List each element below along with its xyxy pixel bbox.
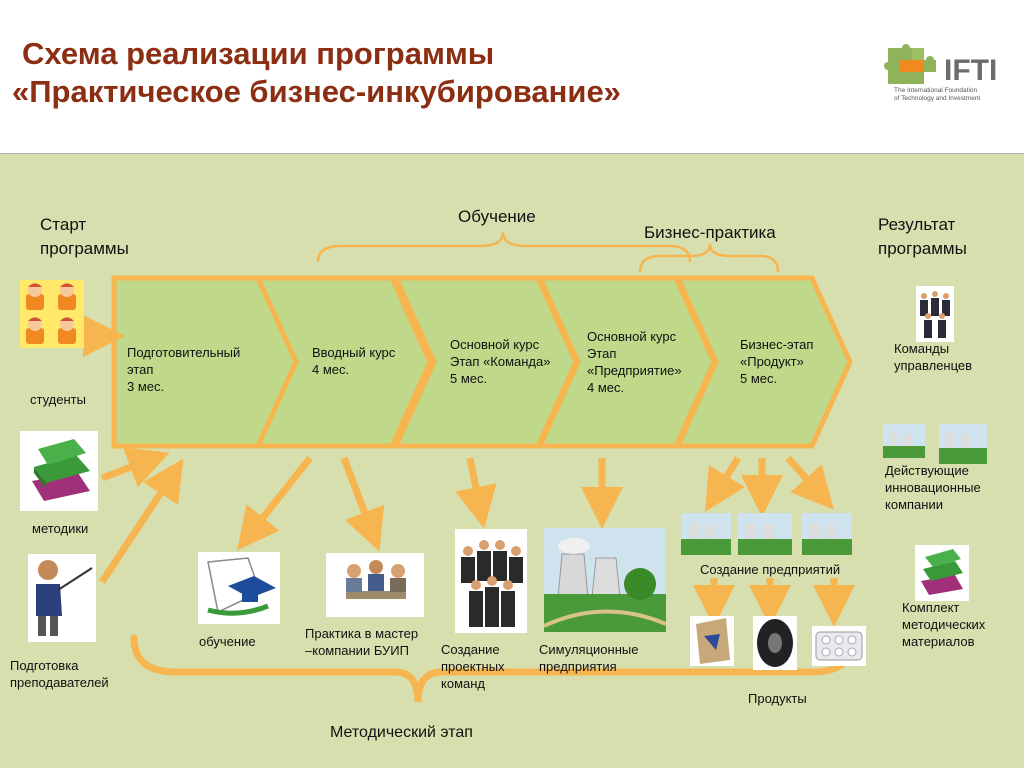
stage-1-title: Подготовительный: [127, 345, 241, 360]
stage-chevrons: [111, 275, 853, 449]
companies-label-line-2: инновационные: [885, 480, 981, 495]
stage-5-text: Бизнес-этап «Продукт» 5 мес.: [740, 336, 813, 387]
teachers-label: Подготовка преподавателей: [10, 657, 109, 691]
logo-tagline-2: of Technology and Investment: [894, 95, 980, 102]
stage-3-subtitle: Этап «Команда»: [450, 354, 551, 369]
stage-2-text: Вводный курс 4 мес.: [312, 344, 395, 378]
stage-1-duration: 3 мес.: [127, 379, 165, 394]
business-practice-brace: [638, 243, 780, 273]
stage-3-title: Основной курс: [450, 337, 540, 352]
stage-1-text: Подготовительный этап 3 мес.: [127, 344, 240, 395]
stage-2-duration: 4 мес.: [312, 362, 350, 377]
training-label: Обучение: [458, 207, 536, 226]
companies-label-line-1: Действующие: [885, 463, 969, 478]
meeting-icon: [326, 553, 424, 617]
cement-bag-icon: [690, 616, 734, 666]
managers-label-line-2: управленцев: [894, 358, 973, 373]
training-output-label: обучение: [199, 634, 256, 649]
teams-label-line-2: проектных: [441, 659, 505, 674]
managers-icon: [916, 286, 954, 342]
stage-4-title: Основной курс: [587, 329, 677, 344]
business-practice-label: Бизнес-практика: [644, 223, 776, 242]
connector-arrows: [83, 315, 855, 627]
stage-4-duration: 4 мес.: [587, 380, 625, 395]
stage-3-duration: 5 мес.: [450, 371, 488, 386]
kit-label-line-2: методических: [902, 617, 986, 632]
teams-label-line-1: Создание: [441, 642, 500, 657]
stage-4-text: Основной курс Этап «Предприятие» 4 мес.: [587, 328, 682, 396]
stage-3-text: Основной курс Этап «Команда» 5 мес.: [450, 336, 550, 387]
factory-icon: [802, 513, 852, 555]
students-label: студенты: [30, 392, 86, 407]
stage-2-chevron: [254, 275, 433, 449]
tire-icon: [753, 616, 797, 670]
stage-5-subtitle: «Продукт»: [740, 354, 804, 369]
logo-tagline-1: The International Foundation: [894, 87, 977, 94]
stage-2-title: Вводный курс: [312, 345, 396, 360]
products-label: Продукты: [748, 691, 807, 706]
practice-label-line-2: –компании БУИП: [305, 643, 409, 658]
start-label-line-1: Старт: [40, 215, 87, 234]
kit-label-line-1: Комплект: [902, 600, 960, 615]
header: Схема реализации программы «Практическое…: [0, 0, 1024, 154]
ifti-logo: IFTI The International Foundation of Tec…: [866, 30, 1021, 110]
stage-4-subtitle: Этап: [587, 346, 617, 361]
teachers-label-line-2: преподавателей: [10, 675, 109, 690]
managers-label-line-1: Команды: [894, 341, 950, 356]
practice-label-line-1: Практика в мастер: [305, 626, 419, 641]
method-stage-label: Методический этап: [330, 724, 473, 741]
teams-label: Создание проектных команд: [441, 641, 505, 692]
teams-label-line-3: команд: [441, 676, 485, 691]
stage-5-duration: 5 мес.: [740, 371, 778, 386]
people-group-icon: [455, 529, 527, 633]
start-label-line-2: программы: [40, 239, 129, 258]
stage-4-subtitle-2: «Предприятие»: [587, 363, 682, 378]
students-icon: [20, 280, 84, 348]
methods-books-icon: [20, 431, 98, 511]
factory-landscape-icon: [543, 528, 667, 632]
result-label-line-1: Результат: [878, 215, 956, 234]
result-label-line-2: программы: [878, 239, 967, 258]
logo-name: IFTI: [944, 54, 997, 87]
managers-label: Команды управленцев: [894, 340, 972, 374]
simulation-label: Симуляционные предприятия: [539, 641, 638, 675]
factory-icon: [738, 513, 792, 555]
teacher-icon: [28, 554, 96, 642]
factory-icon: [681, 513, 731, 555]
training-brace: [316, 231, 692, 263]
simulation-label-line-1: Симуляционные: [539, 642, 639, 657]
method-stage-brace: [130, 634, 856, 703]
graduation-cap-icon: [198, 552, 280, 624]
kit-label-line-3: материалов: [902, 634, 975, 649]
stage-5-chevron: [674, 275, 853, 449]
kit-label: Комплект методических материалов: [902, 599, 985, 650]
pills-icon: [812, 626, 866, 666]
enterprises-label: Создание предприятий: [700, 562, 841, 577]
kit-books-icon: [915, 545, 969, 601]
stage-5-title: Бизнес-этап: [740, 337, 814, 352]
teachers-label-line-1: Подготовка: [10, 658, 79, 673]
company-icon: [883, 424, 925, 458]
page-title-line-1: Схема реализации программы: [22, 36, 495, 71]
companies-label: Действующие инновационные компании: [885, 462, 981, 513]
page-title-line-2: «Практическое бизнес-инкубирование»: [12, 74, 621, 109]
simulation-label-line-2: предприятия: [539, 659, 617, 674]
stage-1-subtitle: этап: [127, 362, 154, 377]
company-icon: [939, 424, 987, 464]
companies-label-line-3: компании: [885, 497, 943, 512]
practice-label: Практика в мастер –компании БУИП: [305, 625, 418, 659]
methods-label: методики: [32, 521, 89, 536]
